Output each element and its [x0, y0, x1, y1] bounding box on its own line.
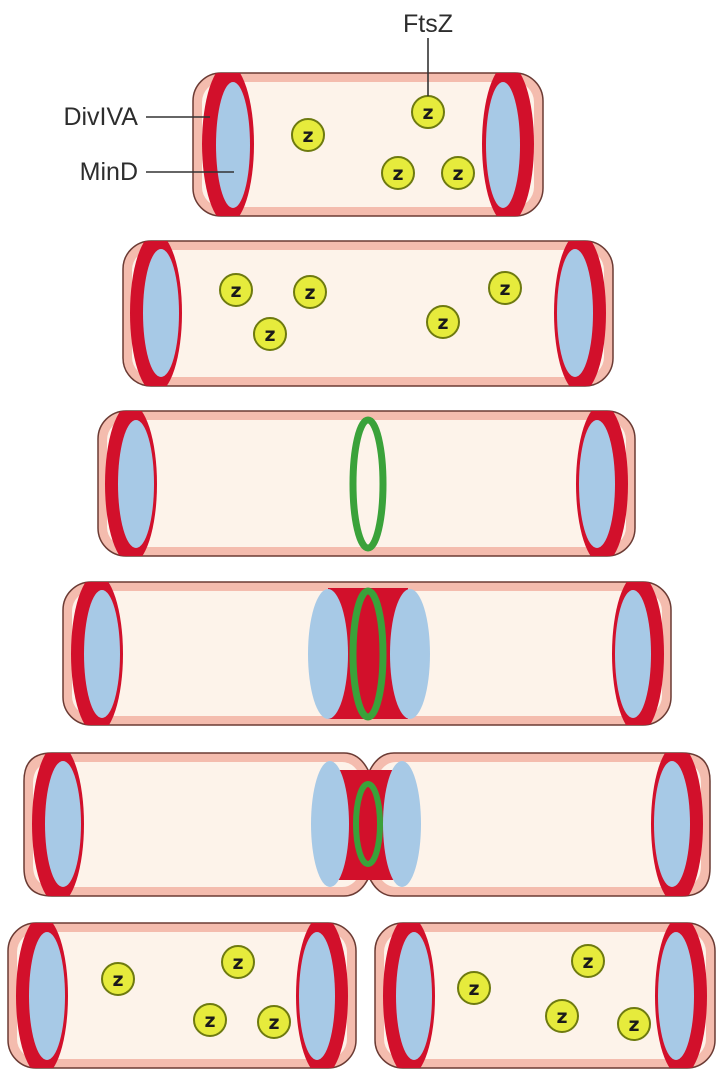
minD-band-right: [615, 590, 651, 718]
ftsz-monomer: z: [618, 1008, 650, 1040]
minD-band-left: [216, 82, 250, 208]
ftsz-monomer: z: [572, 945, 604, 977]
ftsz-monomer: z: [294, 276, 326, 308]
ftsz-monomer: z: [489, 272, 521, 304]
minD-label: MinD: [80, 158, 138, 186]
minD-band-midcell-left: [308, 589, 348, 719]
ftsz-monomer: z: [427, 306, 459, 338]
minD-band-right: [486, 82, 520, 208]
cell-stage-1: z z z z: [193, 64, 543, 224]
minD-band-septum-right: [383, 761, 421, 887]
svg-text:z: z: [302, 125, 313, 147]
minD-band-left: [29, 932, 65, 1060]
minD-band-right: [654, 761, 690, 887]
ftsz-monomer: z: [258, 1006, 290, 1038]
divIVA-label: DivIVA: [63, 103, 138, 131]
minD-band-left: [396, 932, 432, 1060]
ftsz-monomer: z: [222, 946, 254, 978]
svg-text:z: z: [628, 1014, 639, 1036]
svg-text:z: z: [468, 978, 479, 1000]
minD-band-right: [299, 932, 335, 1060]
svg-text:z: z: [264, 324, 275, 346]
svg-text:z: z: [268, 1012, 279, 1034]
minD-band-right: [658, 932, 694, 1060]
cell-stage-5: [24, 744, 710, 904]
ftsz-monomer: z: [102, 963, 134, 995]
ftsz-monomer: z: [412, 96, 444, 128]
svg-text:z: z: [556, 1006, 567, 1028]
svg-text:z: z: [392, 163, 403, 185]
cell-stage-3: [98, 404, 635, 564]
ftsz-monomer: z: [458, 972, 490, 1004]
cell-stage-2: z z z z z: [123, 233, 613, 393]
minD-band-right: [557, 249, 593, 377]
ftsz-monomer: z: [254, 318, 286, 350]
minD-band-left: [118, 420, 154, 548]
ftsz-label: FtsZ: [403, 10, 453, 38]
cell-stage-4: [63, 574, 671, 734]
ftsz-monomer: z: [546, 1000, 578, 1032]
svg-text:z: z: [422, 102, 433, 124]
minD-band-right: [579, 420, 615, 548]
svg-text:z: z: [232, 952, 243, 974]
svg-text:z: z: [582, 951, 593, 973]
svg-text:z: z: [230, 280, 241, 302]
minD-band-septum-left: [311, 761, 349, 887]
cytoplasm: [132, 250, 604, 377]
svg-text:z: z: [112, 969, 123, 991]
svg-text:z: z: [499, 278, 510, 300]
minD-band-left: [84, 590, 120, 718]
ftsz-monomer: z: [292, 119, 324, 151]
svg-text:z: z: [304, 282, 315, 304]
ftsz-monomer: z: [442, 157, 474, 189]
minD-band-left: [143, 249, 179, 377]
minD-band-midcell-right: [390, 589, 430, 719]
minD-band-left: [45, 761, 81, 887]
svg-text:z: z: [204, 1010, 215, 1032]
cytoplasm: [107, 420, 626, 547]
ftsz-monomer: z: [382, 157, 414, 189]
daughter-cell-left: z z z z: [8, 916, 356, 1074]
ftsz-monomer: z: [220, 274, 252, 306]
svg-text:z: z: [452, 163, 463, 185]
svg-text:z: z: [437, 312, 448, 334]
ftsz-monomer: z: [194, 1004, 226, 1036]
daughter-cell-right: z z z z: [375, 916, 715, 1074]
